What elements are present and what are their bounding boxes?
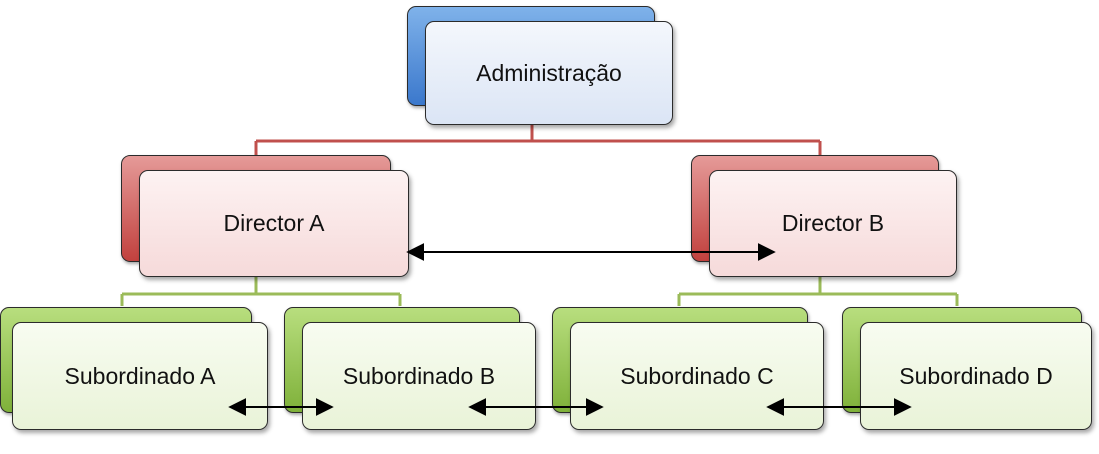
connector-admin-to-directors — [254, 124, 822, 156]
connector-director-a-to-subordinados — [120, 277, 402, 306]
node-label: Administração — [476, 59, 622, 86]
node-label: Director A — [223, 210, 325, 236]
node-label: Subordinado A — [64, 362, 216, 389]
node-label: Subordinado B — [342, 362, 496, 389]
node-label: Director B — [781, 210, 885, 236]
node-label: Subordinado D — [899, 362, 1053, 389]
connector-director-b-to-subordinados — [677, 277, 959, 306]
node-label: Subordinado C — [620, 362, 774, 389]
